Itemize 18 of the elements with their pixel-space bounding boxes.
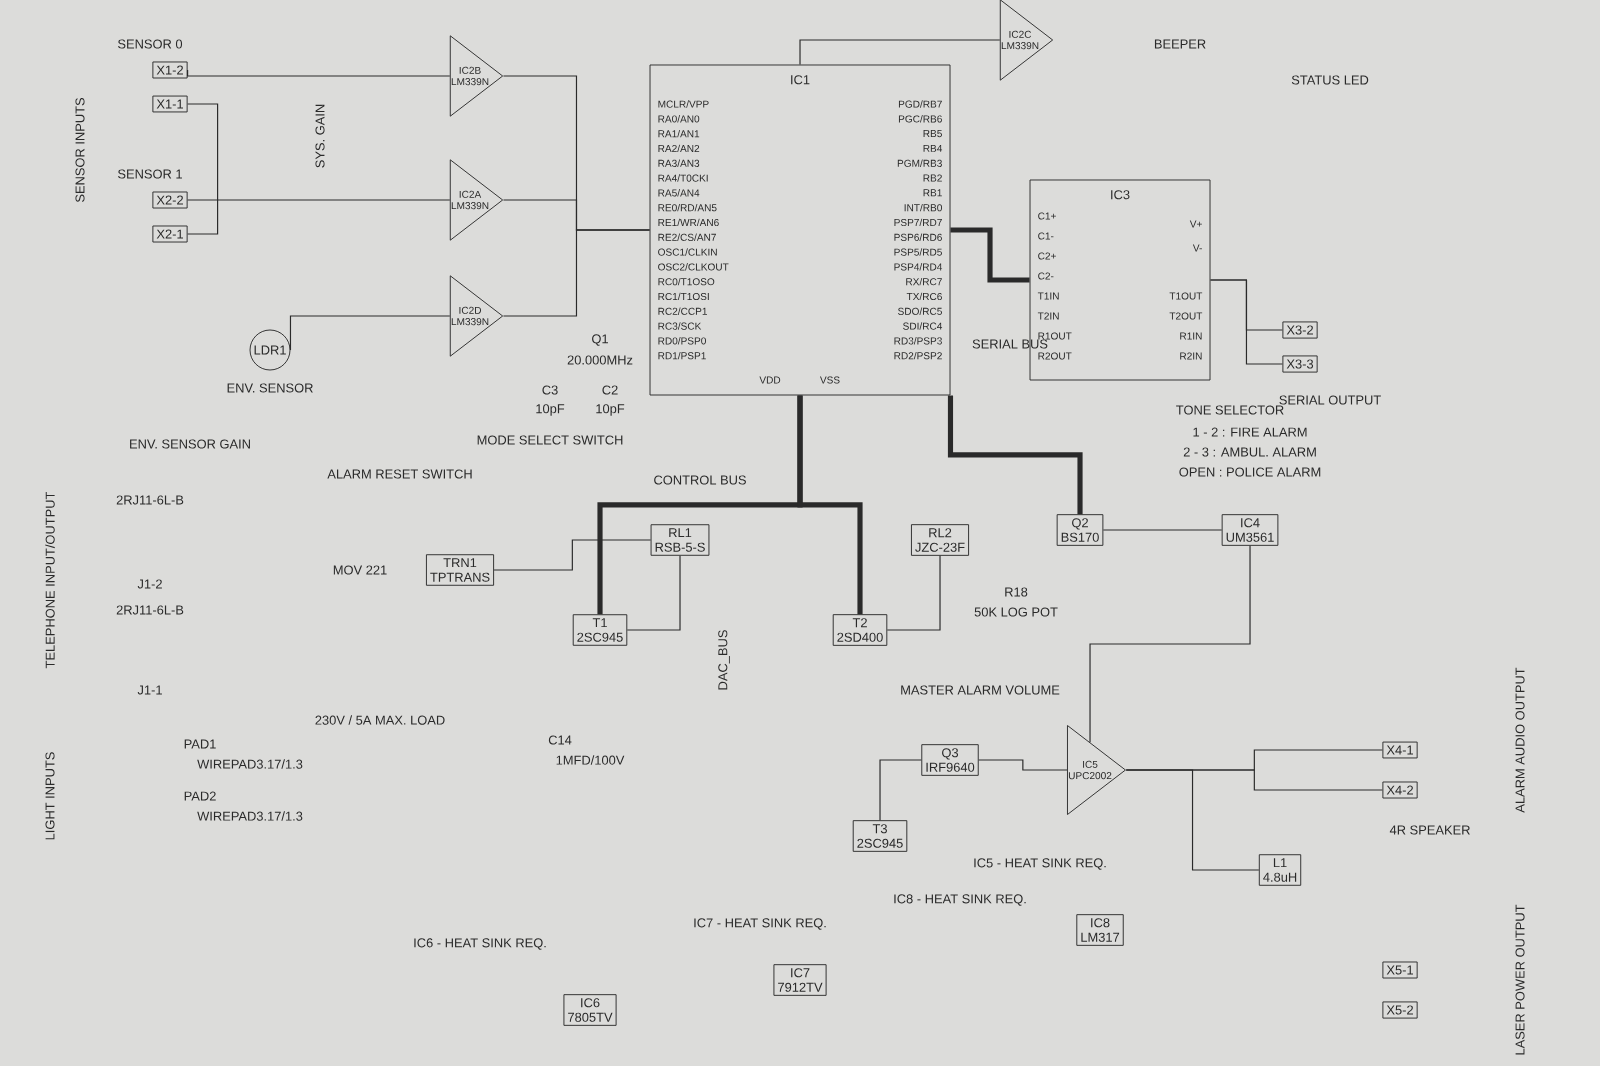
wire	[947, 395, 1083, 515]
wire	[1209, 279, 1283, 365]
wire	[502, 229, 651, 317]
wire	[950, 227, 1030, 283]
wire	[1089, 545, 1251, 743]
wire	[1102, 529, 1223, 531]
wire	[493, 539, 652, 571]
wire	[797, 395, 863, 615]
wire	[886, 555, 941, 631]
wire	[187, 199, 451, 201]
wire	[187, 69, 451, 77]
wire	[978, 759, 1068, 771]
wire	[879, 759, 922, 821]
wire	[1125, 769, 1260, 871]
wire	[626, 555, 681, 631]
wire	[187, 103, 219, 235]
wire	[289, 315, 451, 351]
wire	[799, 39, 1001, 66]
